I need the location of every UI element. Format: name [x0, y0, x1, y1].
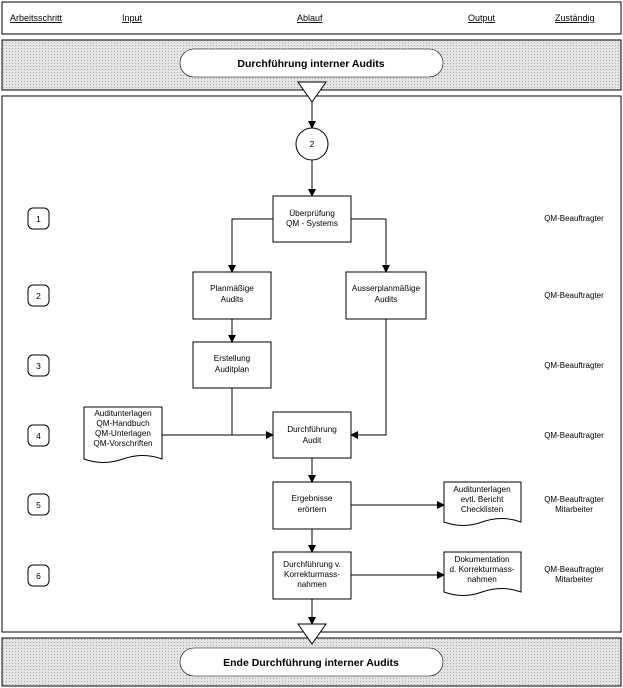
step-marker-3-label: 3: [36, 361, 41, 371]
header-col-zustaendig: Zuständig: [555, 13, 595, 23]
box-erstellung: [192, 341, 272, 389]
doc-bericht-line-3: Checklisten: [461, 505, 504, 514]
role-step-6-line-1: QM-Beauftragter: [544, 565, 604, 574]
box-ergebnisse-line-2: erörtern: [298, 505, 327, 514]
start-title: Durchführung interner Audits: [237, 58, 384, 70]
box-planmaessige-line-1: Planmäßige: [210, 284, 254, 293]
doc-doku-line-2: d. Korrekturmass-: [449, 565, 514, 574]
step-marker-5: [27, 493, 50, 516]
doc-output-doku: [443, 551, 522, 596]
end-terminator: [179, 647, 444, 677]
doc-input-line-1: Auditunterlagen: [94, 409, 152, 418]
box-ueberpruefung-line-1: Überprüfung: [289, 208, 335, 218]
step-marker-5-label: 5: [36, 500, 41, 510]
role-step-2: QM-Beauftragter: [544, 291, 604, 300]
role-step-6-line-2: Mitarbeiter: [555, 575, 593, 584]
doc-bericht-line-2: evtl. Bericht: [461, 495, 504, 504]
box-ueberpruefung: [272, 195, 352, 243]
box-ueberpruefung-line-2: QM - Systems: [286, 219, 338, 228]
doc-output-bericht: [443, 481, 522, 526]
doc-doku-line-1: Dokumentation: [454, 555, 510, 564]
box-durchfuehrung-line-2: Audit: [303, 436, 322, 445]
header-col-input: Input: [122, 13, 143, 23]
box-korrektur-line-1: Durchführung v.: [283, 560, 341, 569]
box-planmaessige-line-2: Audits: [221, 295, 244, 304]
header-col-output: Output: [468, 13, 496, 23]
step-marker-1: [27, 207, 50, 230]
start-terminator: [179, 48, 444, 78]
role-step-4: QM-Beauftragter: [544, 431, 604, 440]
doc-input-line-4: QM-Vorschriften: [93, 439, 153, 448]
box-durchfuehrung-line-1: Durchführung: [287, 425, 337, 434]
step-marker-2: [27, 284, 50, 307]
step-marker-3: [27, 354, 50, 377]
role-step-5-line-2: Mitarbeiter: [555, 505, 593, 514]
role-step-1: QM-Beauftragter: [544, 214, 604, 223]
box-ausserplanmaessige-line-1: Ausserplanmäßige: [352, 284, 421, 293]
header-col-arbeitsschritt: Arbeitsschritt: [10, 13, 63, 23]
step-marker-6: [27, 564, 50, 587]
box-korrektur: [272, 551, 352, 600]
box-ergebnisse-line-1: Ergebnisse: [292, 494, 333, 503]
box-korrektur-line-2: Korrekturmass-: [284, 570, 340, 579]
step-marker-4-label: 4: [36, 431, 41, 441]
arrow-to-ausserplanmaessige: [351, 218, 390, 273]
doc-input-line-2: QM-Handbuch: [96, 419, 150, 428]
header-col-ablauf: Ablauf: [297, 13, 323, 23]
end-title: Ende Durchführung interner Audits: [223, 657, 399, 669]
box-korrektur-line-3: nahmen: [297, 580, 327, 589]
connector-label: 2: [310, 139, 315, 149]
box-erstellung-line-2: Auditplan: [215, 365, 250, 374]
role-step-3: QM-Beauftragter: [544, 361, 604, 370]
step-marker-2-label: 2: [36, 291, 41, 301]
doc-input-line-3: QM-Unterlagen: [95, 429, 151, 438]
header-bar: [1, 1, 622, 35]
box-durchfuehrung: [272, 411, 352, 459]
doc-bericht-line-1: Auditunterlagen: [453, 485, 511, 494]
step-marker-6-label: 6: [36, 571, 41, 581]
arrow-ausserplan-to-durchfuehrung: [350, 319, 387, 439]
step-marker-1-label: 1: [36, 214, 41, 224]
box-ausserplanmaessige-line-2: Audits: [375, 295, 398, 304]
arrow-to-planmaessige: [228, 218, 273, 273]
doc-input-unterlagen: [83, 406, 163, 463]
role-step-5-line-1: QM-Beauftragter: [544, 495, 604, 504]
box-erstellung-line-1: Erstellung: [214, 354, 251, 363]
offpage-triangle-top: [297, 81, 327, 103]
box-ergebnisse: [272, 481, 352, 530]
step-marker-4: [27, 424, 50, 447]
doc-doku-line-3: nahmen: [467, 575, 497, 584]
